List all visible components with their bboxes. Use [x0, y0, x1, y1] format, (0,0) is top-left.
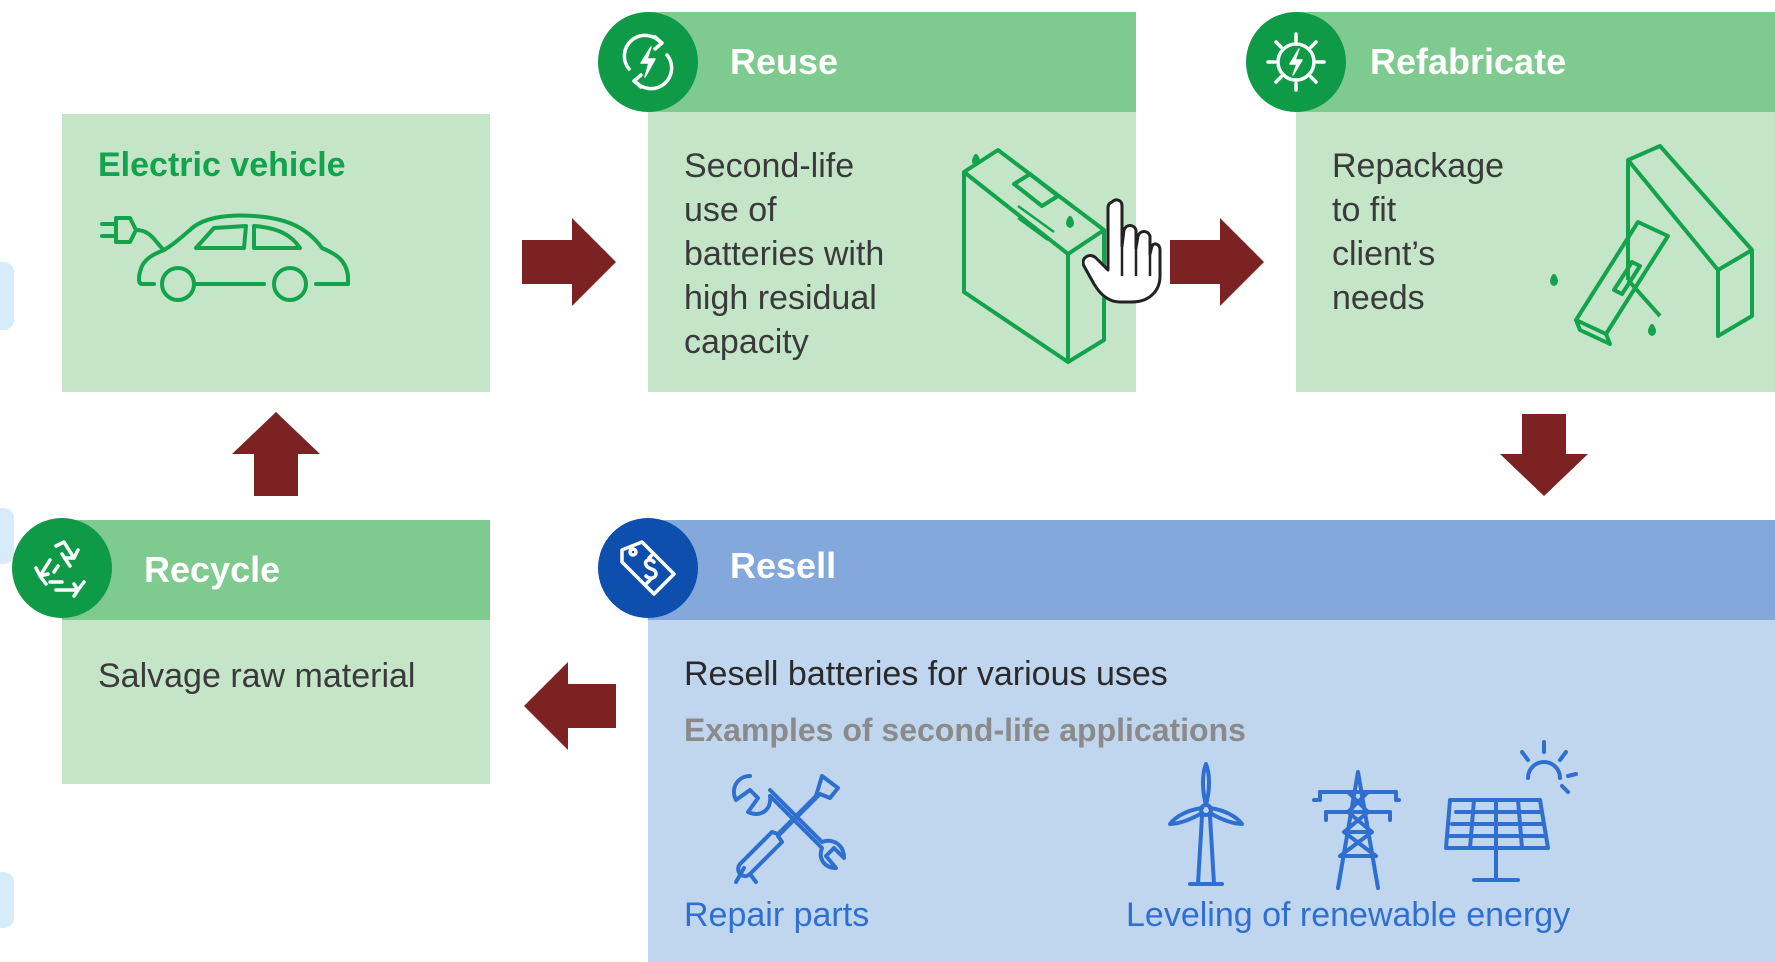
resell-header-bar: [648, 520, 1775, 620]
electric-vehicle-box: [62, 114, 490, 392]
edge-tab-1: [0, 262, 14, 330]
resell-examples-heading: Examples of second-life applications: [684, 712, 1246, 748]
refabricate-line-2: to fit: [1332, 191, 1397, 229]
reuse-icon: [598, 12, 698, 112]
edge-tab-3: [0, 872, 14, 928]
resell-title: Resell: [730, 545, 837, 586]
refabricate-title: Refabricate: [1370, 41, 1567, 82]
resell-description: Resell batteries for various uses: [684, 655, 1168, 693]
reuse-line-2: use of: [684, 191, 777, 229]
refabricate-line-1: Repackage: [1332, 147, 1505, 185]
repackaged-battery-icon: [1550, 144, 1754, 346]
arrow-right-1: [522, 218, 616, 306]
recycle-icon: [12, 518, 112, 618]
reuse-line-3: batteries with: [684, 235, 885, 273]
refabricate-line-4: needs: [1332, 279, 1425, 317]
resell-icon: [598, 518, 698, 618]
recycle-title: Recycle: [144, 549, 281, 590]
refabricate-line-3: client’s: [1332, 235, 1436, 273]
electric-vehicle-title: Electric vehicle: [98, 146, 346, 184]
power-pylon-icon: [1312, 770, 1404, 890]
renewable-energy-label: Leveling of renewable energy: [1126, 896, 1571, 934]
refabricate-icon: [1246, 12, 1346, 112]
edge-tab-2: [0, 508, 14, 564]
recycle-description: Salvage raw material: [98, 657, 416, 695]
hand-cursor-icon: [1082, 198, 1162, 304]
arrow-left: [524, 662, 616, 750]
reuse-box: [648, 112, 1136, 392]
refabricate-header-bar: [1296, 12, 1775, 112]
wind-turbine-icon: [1168, 762, 1244, 886]
reuse-title: Reuse: [730, 41, 839, 82]
reuse-line-4: high residual: [684, 279, 877, 317]
arrow-down: [1500, 414, 1588, 496]
battery-icon: [962, 148, 1106, 364]
repair-parts-label: Repair parts: [684, 896, 870, 934]
recycle-box: [62, 620, 490, 784]
arrow-up: [232, 412, 320, 496]
reuse-line-1: Second-life: [684, 147, 855, 185]
wrench-screwdriver-icon: [731, 774, 846, 884]
refabricate-box: [1296, 112, 1775, 392]
solar-panel-icon: [1444, 740, 1578, 882]
car-plug-icon: [100, 213, 350, 302]
reuse-line-5: capacity: [684, 323, 809, 361]
recycle-header-bar: [62, 520, 490, 620]
reuse-header-bar: [648, 12, 1136, 112]
arrow-right-2: [1170, 218, 1264, 306]
